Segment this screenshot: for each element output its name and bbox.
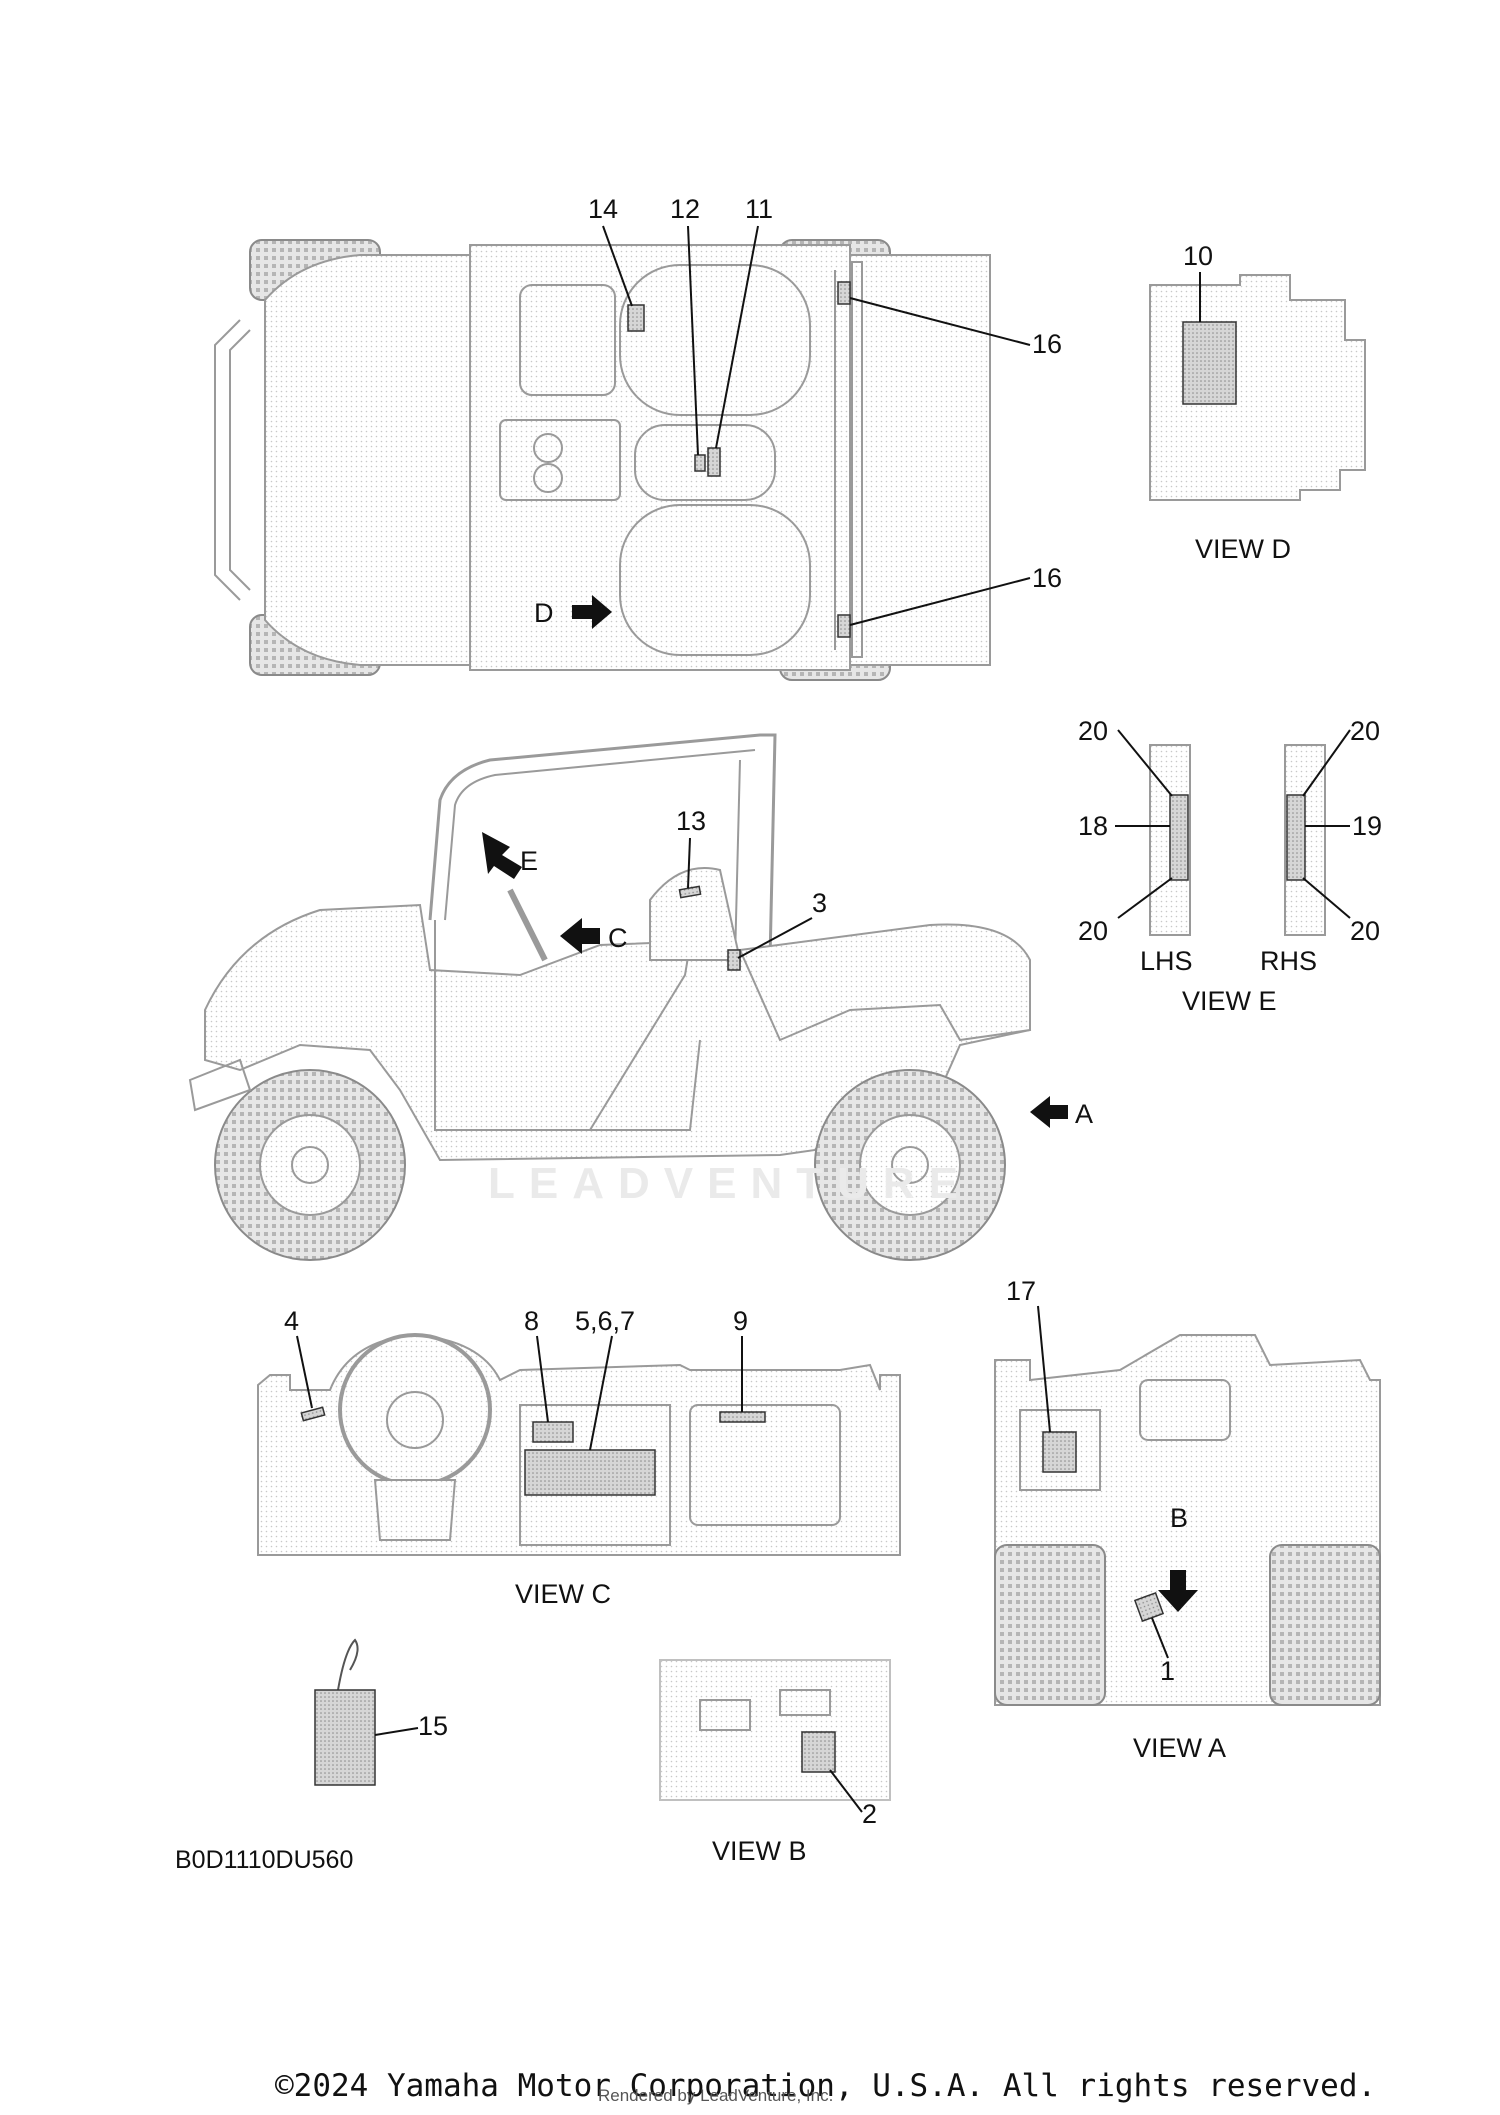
view-b-title: VIEW B [712,1836,807,1866]
top-view-callouts: 14 12 11 16 16 D [534,194,1062,629]
callout-3: 3 [812,888,827,918]
callout-20-rhs-top: 20 [1350,716,1380,746]
view-d-arrow [572,595,612,629]
label-2 [801,1731,836,1773]
view-marker-e: E [520,846,538,876]
view-marker-b: B [1170,1503,1188,1533]
label-9 [719,1411,766,1423]
callout-4: 4 [284,1306,299,1336]
view-marker-a: A [1075,1099,1093,1129]
view-marker-c: C [608,923,628,953]
callout-12: 12 [670,194,700,224]
label-4 [300,1406,326,1422]
view-b-detail: 2 VIEW B [659,1659,891,1866]
callout-16-lower: 16 [1032,563,1062,593]
label-15 [314,1689,376,1786]
callout-20-lhs-bottom: 20 [1078,916,1108,946]
callout-13: 13 [676,806,706,836]
callout-5-6-7: 5,6,7 [575,1306,635,1336]
label-18 [1169,794,1189,881]
view-b-arrow [1158,1570,1198,1612]
side-view-callouts: 13 3 E C A [482,806,1093,1129]
callout-9: 9 [733,1306,748,1336]
watermark: LEADVENTURE [488,1159,973,1208]
callout-19: 19 [1352,811,1382,841]
callout-20-rhs-bottom: 20 [1350,916,1380,946]
callout-18: 18 [1078,811,1108,841]
label-19 [1286,794,1306,881]
side-view-vehicle [188,733,1032,1261]
callout-17: 17 [1006,1276,1036,1306]
label-17 [1042,1431,1077,1473]
callout-15: 15 [418,1711,448,1741]
view-a-title: VIEW A [1133,1733,1226,1763]
view-c-detail: 4 8 5,6,7 9 VIEW C [257,1306,901,1609]
view-c-arrow [560,918,600,954]
label-8 [532,1421,574,1443]
view-d-detail: 10 VIEW D [1149,241,1366,564]
label-1 [1133,1591,1165,1623]
view-marker-d: D [534,598,554,628]
label-5-6-7 [524,1449,656,1496]
lhs-label: LHS [1140,946,1193,976]
callout-20-lhs-top: 20 [1078,716,1108,746]
view-c-title: VIEW C [515,1579,611,1609]
callout-16-upper: 16 [1032,329,1062,359]
view-d-title: VIEW D [1195,534,1291,564]
view-a-detail: B 17 1 VIEW A [994,1276,1381,1763]
callout-10: 10 [1183,241,1213,271]
view-a-arrow [1030,1096,1068,1128]
callout-2: 2 [862,1799,877,1829]
part-code: B0D1110DU560 [175,1846,353,1874]
top-view-vehicle [214,239,991,681]
rhs-label: RHS [1260,946,1317,976]
label-10 [1182,321,1237,405]
callout-1: 1 [1160,1656,1175,1686]
callout-14: 14 [588,194,618,224]
copyright-notice: ©2024 Yamaha Motor Corporation, U.S.A. A… [275,2068,1377,2104]
view-e-detail: 20 18 20 20 19 20 LHS RHS VIEW E [1078,716,1382,1016]
rendered-by-credit: Rendered by LeadVenture, Inc. [598,2086,834,2105]
callout-11: 11 [745,194,773,224]
view-e-arrow [482,832,522,879]
view-e-title: VIEW E [1182,986,1277,1016]
item-15-tag: 15 [314,1638,448,1786]
callout-8: 8 [524,1306,539,1336]
